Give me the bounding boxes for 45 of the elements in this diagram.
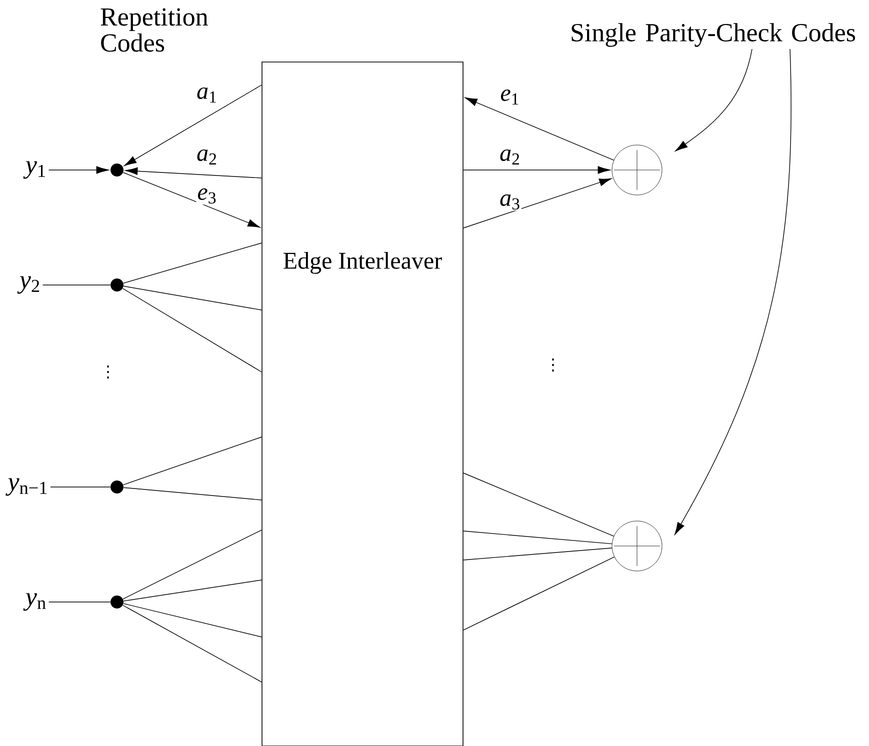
connector-line [122,530,262,600]
connector-line [123,580,262,602]
edge-label: a$_{2}$ [196,148,218,166]
arrow [463,166,610,174]
arrow [464,97,614,161]
junction-dot [110,480,124,494]
edge-label: e$_{1}$ [499,88,521,106]
edge-label: a$_{3}$ [498,193,522,211]
ellipsis: ⋮ [552,358,554,372]
connector-line [42,284,111,286]
connector-line [463,548,612,560]
connector-line [463,472,614,537]
arrow [48,166,109,174]
connector-line [123,242,262,284]
arrow [675,48,752,152]
connector-line [123,603,262,638]
arrow [122,172,260,228]
signal-label: y$_{n−1}$ [6,478,47,496]
connector-line [122,288,262,372]
arrow [463,178,612,228]
connector-line [463,530,612,544]
junction-dot [110,596,124,608]
connector-line [122,436,262,486]
connector-line [123,487,262,500]
code-label: Single Parity-Check Codes [572,23,856,47]
arrow [674,48,792,535]
arrow [124,84,262,166]
ellipsis: ⋮ [107,366,109,378]
junction-dot [110,278,124,292]
signal-label: y$_{2}$ [17,276,40,294]
connector-line [50,486,111,488]
signal-label: y$_{n}$ [23,593,46,611]
edge-label: e$_{3}$ [196,187,218,205]
interleaver-box: Edge Interleaver [262,62,464,746]
arrow [125,167,262,178]
signal-label: y$_{1}$ [23,161,45,179]
edge-label: a$_{1}$ [196,86,218,104]
adder-circle [612,520,662,572]
connector-line [463,556,615,630]
junction-dot [110,164,124,176]
adder-circle [612,144,662,196]
connector-line [122,604,262,682]
connector-line [123,286,262,310]
edge-label: a$_{2}$ [498,148,522,166]
code-label: Repetition Codes [100,8,208,52]
